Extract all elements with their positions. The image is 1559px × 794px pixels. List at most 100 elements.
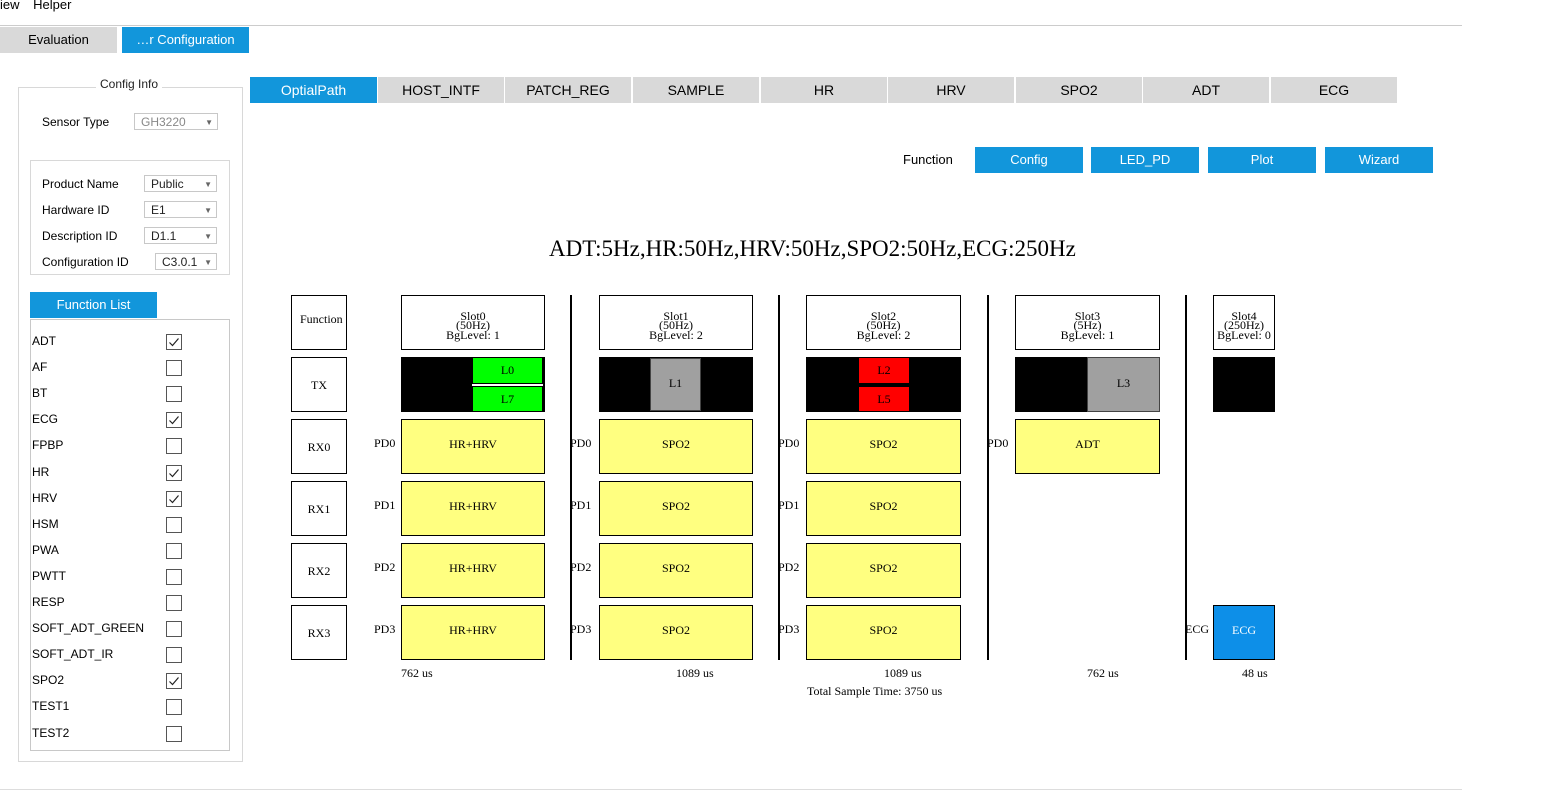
- sub-tab-optialpath[interactable]: OptialPath: [250, 77, 377, 103]
- led-cell[interactable]: L2: [858, 357, 910, 384]
- rx-cell[interactable]: HR+HRV: [401, 481, 545, 536]
- pd-label: PD0: [778, 436, 800, 450]
- wizard-button[interactable]: Wizard: [1325, 147, 1433, 173]
- config-info-title: Config Info: [96, 77, 163, 91]
- function-item-checkbox[interactable]: [166, 464, 182, 481]
- function-item-checkbox[interactable]: [166, 595, 182, 611]
- function-item-checkbox[interactable]: [166, 542, 182, 559]
- rx-cell[interactable]: SPO2: [806, 605, 961, 660]
- function-item-checkbox[interactable]: [166, 490, 182, 507]
- chevron-down-icon: ▼: [204, 180, 212, 189]
- rx-label: ADT: [1075, 437, 1100, 451]
- function-item-checkbox[interactable]: [166, 647, 182, 664]
- rx-label: SPO2: [869, 437, 898, 451]
- tab-configuration[interactable]: …r Configuration: [122, 27, 249, 53]
- divider: [0, 25, 1462, 26]
- led-cell[interactable]: L7: [472, 386, 543, 412]
- slot-header[interactable]: Slot3(5Hz)BgLevel: 1: [1015, 295, 1160, 350]
- pd-label: PD2: [570, 560, 592, 574]
- function-item-checkbox[interactable]: [166, 725, 182, 742]
- rx-cell[interactable]: HR+HRV: [401, 605, 545, 660]
- led-cell[interactable]: L5: [858, 386, 910, 412]
- rx-cell[interactable]: HR+HRV: [401, 543, 545, 598]
- plot-button[interactable]: Plot: [1208, 147, 1316, 173]
- divider: [0, 789, 1462, 790]
- slot-time: 48 us: [1242, 666, 1268, 680]
- slot-bglevel: BgLevel: 0: [1217, 328, 1271, 342]
- slot-time: 762 us: [401, 666, 433, 680]
- rx-label: HR+HRV: [449, 623, 497, 637]
- menu-helper[interactable]: Helper: [33, 0, 72, 12]
- sub-tab-ecg[interactable]: ECG: [1271, 77, 1397, 103]
- function-item-checkbox[interactable]: [166, 386, 182, 403]
- function-item-checkbox[interactable]: [166, 673, 182, 690]
- sub-tab-patch-reg[interactable]: PATCH_REG: [505, 77, 631, 103]
- config-button[interactable]: Config: [975, 147, 1083, 173]
- hardware-id-label: Hardware ID: [42, 203, 110, 217]
- slot-header[interactable]: Slot0(50Hz)BgLevel: 1: [401, 295, 545, 350]
- rx-cell[interactable]: SPO2: [599, 605, 753, 660]
- rx-cell[interactable]: SPO2: [599, 481, 753, 536]
- pd-label: PD0: [374, 436, 396, 450]
- function-item-checkbox[interactable]: [166, 438, 182, 455]
- function-item-checkbox[interactable]: [166, 412, 182, 429]
- description-id-select[interactable]: D1.1 ▼: [144, 227, 217, 244]
- sub-tab-sample[interactable]: SAMPLE: [633, 77, 759, 103]
- sub-tab-host-intf[interactable]: HOST_INTF: [378, 77, 504, 103]
- product-name-select[interactable]: Public ▼: [144, 175, 217, 192]
- chevron-down-icon: ▼: [205, 118, 213, 127]
- hardware-id-select[interactable]: E1 ▼: [144, 201, 217, 218]
- function-item-checkbox[interactable]: [166, 360, 182, 377]
- configuration-id-select[interactable]: C3.0.1 ▼: [155, 253, 217, 270]
- tx-off-cell: [1213, 357, 1275, 412]
- rx-cell[interactable]: ADT: [1015, 419, 1160, 474]
- menu-view[interactable]: iew: [0, 0, 20, 12]
- sub-tab-hrv[interactable]: HRV: [888, 77, 1014, 103]
- function-item-checkbox[interactable]: [166, 699, 182, 716]
- row-label: TX: [311, 378, 327, 392]
- rx-cell[interactable]: SPO2: [599, 419, 753, 474]
- rx-cell[interactable]: ECG: [1213, 605, 1275, 660]
- slot-header[interactable]: Slot4(250Hz)BgLevel: 0: [1213, 295, 1275, 350]
- function-item-checkbox[interactable]: [166, 568, 182, 585]
- led-label: L3: [1116, 376, 1131, 390]
- rx-label: ECG: [1232, 623, 1256, 637]
- slot-header[interactable]: Slot2(50Hz)BgLevel: 2: [806, 295, 961, 350]
- function-item-checkbox[interactable]: [166, 334, 182, 350]
- rx-cell[interactable]: SPO2: [599, 543, 753, 598]
- led-label: L5: [877, 392, 891, 406]
- total-sample-time: Total Sample Time: 3750 us: [807, 684, 943, 698]
- led-pd-button[interactable]: LED_PD: [1091, 147, 1199, 173]
- rx-cell[interactable]: SPO2: [806, 419, 961, 474]
- sub-tab-hr[interactable]: HR: [761, 77, 887, 103]
- function-item-checkbox[interactable]: [166, 621, 182, 638]
- pd-label: PD0: [987, 436, 1009, 450]
- rx-cell[interactable]: SPO2: [806, 543, 961, 598]
- slot-name: Slot2: [870, 309, 897, 323]
- description-id-label: Description ID: [42, 229, 118, 243]
- function-item-label: FPBP: [32, 438, 64, 453]
- led-cell[interactable]: L1: [650, 358, 701, 411]
- function-item-checkbox[interactable]: [166, 516, 182, 533]
- check-icon: [169, 338, 179, 347]
- sub-tab-spo2[interactable]: SPO2: [1016, 77, 1142, 103]
- product-info-group: [30, 160, 230, 275]
- tx-off-cell: [1015, 357, 1087, 412]
- sensor-type-select[interactable]: GH3220 ▼: [134, 113, 218, 130]
- sub-tab-adt[interactable]: ADT: [1143, 77, 1269, 103]
- led-cell[interactable]: L0: [472, 357, 543, 384]
- led-cell[interactable]: L3: [1087, 357, 1160, 412]
- rx-label: SPO2: [869, 561, 898, 575]
- slot-header[interactable]: Slot1(50Hz)BgLevel: 2: [599, 295, 753, 350]
- function-item-label: HRV: [32, 490, 58, 505]
- rx-label: SPO2: [869, 499, 898, 513]
- row-label-box: TX: [291, 357, 347, 412]
- function-item-label: SPO2: [32, 673, 65, 688]
- slot-rate: (250Hz): [1224, 318, 1264, 332]
- tab-evaluation[interactable]: Evaluation: [0, 27, 117, 53]
- rx-cell[interactable]: SPO2: [806, 481, 961, 536]
- function-item-label: PWTT: [32, 568, 66, 583]
- function-list-button[interactable]: Function List: [30, 292, 157, 318]
- slot-time: 1089 us: [676, 666, 714, 680]
- rx-cell[interactable]: HR+HRV: [401, 419, 545, 474]
